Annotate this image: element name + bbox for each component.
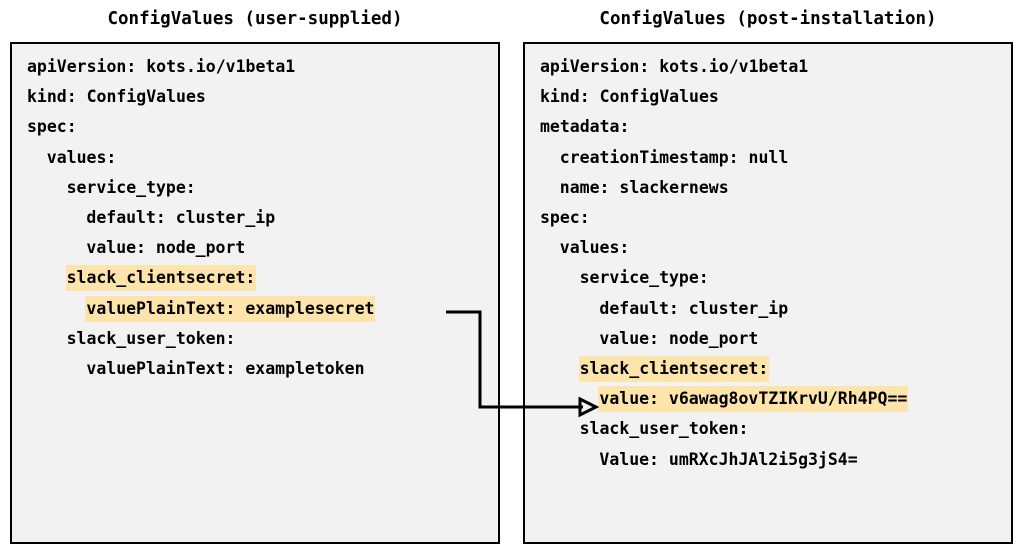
yaml-line: values:	[12, 145, 117, 171]
yaml-line-text: apiVersion: kots.io/v1beta1	[27, 57, 296, 76]
yaml-line-text: values:	[559, 238, 630, 258]
yaml-line-text: slack_user_token:	[66, 328, 236, 348]
yaml-line-text: spec:	[27, 117, 77, 137]
yaml-line: metadata:	[525, 114, 630, 140]
left-yaml-code-block: apiVersion: kots.io/v1beta1 kind: ConfigV…	[12, 54, 498, 542]
yaml-line-text: value: v6awag8ovTZIKrvU/Rh4PQ==	[598, 386, 909, 413]
yaml-line: creationTimestamp: null	[525, 145, 789, 171]
yaml-line: spec:	[12, 114, 78, 140]
yaml-line: value: node_port	[525, 326, 759, 352]
yaml-line-text: Value: umRXcJhJAl2i5g3jS4=	[599, 449, 858, 469]
yaml-line-text: value: node_port	[86, 238, 246, 258]
yaml-line: default: cluster_ip	[525, 296, 789, 322]
yaml-line-text: kind: ConfigValues	[27, 87, 206, 107]
yaml-line: service_type:	[12, 175, 197, 201]
yaml-line-text: metadata:	[540, 117, 630, 137]
yaml-line-text: slack_user_token:	[579, 419, 749, 439]
yaml-line: slack_clientsecret:	[525, 356, 770, 382]
yaml-line: apiVersion: kots.io/v1beta1	[12, 54, 296, 80]
yaml-line: value: v6awag8ovTZIKrvU/Rh4PQ==	[525, 386, 909, 413]
yaml-line: spec:	[525, 205, 591, 231]
yaml-line: kind: ConfigValues	[525, 84, 720, 110]
yaml-line-text: service_type:	[579, 268, 709, 288]
yaml-line-text: valuePlainText: exampletoken	[86, 359, 365, 378]
post-installation-configvalues-panel: apiVersion: kots.io/v1beta1 kind: ConfigV…	[523, 42, 1013, 544]
yaml-line: kind: ConfigValues	[12, 84, 207, 110]
yaml-line: Value: umRXcJhJAl2i5g3jS4=	[525, 447, 859, 473]
yaml-line-text: values:	[46, 147, 117, 167]
yaml-line-text: creationTimestamp: null	[559, 147, 789, 167]
yaml-line-text: service_type:	[66, 177, 196, 197]
yaml-line: valuePlainText: exampletoken	[12, 356, 366, 382]
right-yaml-code-block: apiVersion: kots.io/v1beta1 kind: ConfigV…	[525, 54, 1011, 542]
yaml-line: service_type:	[525, 265, 710, 291]
yaml-line-text: name: slackernews	[559, 177, 729, 197]
yaml-line-text: value: node_port	[599, 328, 759, 348]
yaml-line: values:	[525, 235, 630, 261]
yaml-line-text: default: cluster_ip	[599, 298, 789, 318]
yaml-line-text: kind: ConfigValues	[540, 87, 719, 107]
yaml-line-text: spec:	[540, 208, 590, 227]
left-panel-title: ConfigValues (user-supplied)	[107, 9, 403, 29]
yaml-line: name: slackernews	[525, 175, 730, 201]
yaml-line-text: valuePlainText: examplesecret	[85, 295, 376, 322]
yaml-line-text: apiVersion: kots.io/v1beta1	[540, 57, 809, 76]
yaml-line: valuePlainText: examplesecret	[12, 295, 376, 322]
yaml-line: default: cluster_ip	[12, 205, 276, 231]
right-panel-title: ConfigValues (post-installation)	[599, 9, 937, 29]
yaml-line: slack_user_token:	[12, 326, 236, 352]
yaml-line-text: default: cluster_ip	[86, 208, 276, 227]
yaml-line: slack_user_token:	[525, 416, 749, 442]
yaml-line-text: slack_clientsecret:	[65, 265, 257, 292]
yaml-line-text: slack_clientsecret:	[578, 356, 770, 382]
user-supplied-configvalues-panel: apiVersion: kots.io/v1beta1 kind: ConfigV…	[10, 42, 500, 544]
yaml-line: apiVersion: kots.io/v1beta1	[525, 54, 809, 80]
yaml-line: value: node_port	[12, 235, 246, 261]
yaml-line: slack_clientsecret:	[12, 265, 257, 292]
